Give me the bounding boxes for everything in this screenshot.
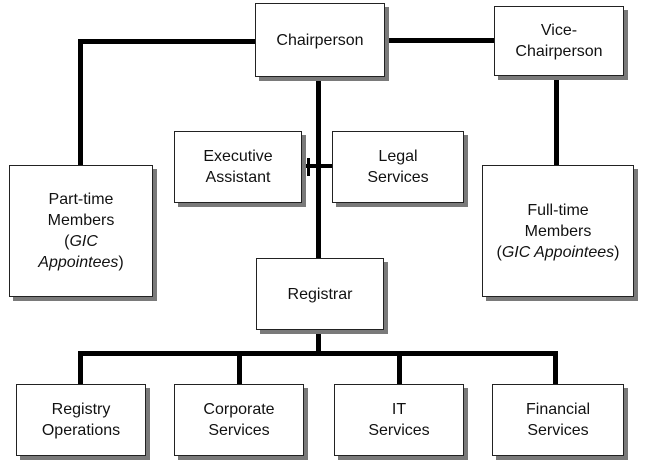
node-label: Chairperson xyxy=(515,43,603,60)
connector-chair-to-parttime-v xyxy=(78,39,83,166)
node-label: (GIC xyxy=(64,231,98,252)
node-label: Corporate xyxy=(203,401,275,418)
paren-open: ( xyxy=(64,233,70,250)
node-full-time-members: Full-time Members (GIC Appointees) xyxy=(482,165,634,297)
node-it-services: IT Services xyxy=(334,384,464,456)
connector-staff-tick xyxy=(307,158,310,176)
node-label: Chairperson xyxy=(276,31,364,49)
node-label: Services xyxy=(367,169,429,186)
node-executive-assistant: Executive Assistant xyxy=(174,131,302,203)
connector-to-corporate xyxy=(237,351,242,385)
node-label: Members xyxy=(524,222,592,240)
node-label: Services xyxy=(208,422,270,439)
node-label: Vice- xyxy=(540,22,578,39)
node-label: (GIC Appointees) xyxy=(496,242,619,263)
node-corporate-services: Corporate Services xyxy=(174,384,304,456)
node-label: Appointees) xyxy=(38,252,123,273)
node-label: Executive xyxy=(203,148,273,165)
gic-label: GIC xyxy=(69,233,98,250)
node-label: Members xyxy=(47,212,115,229)
connector-chair-to-registrar xyxy=(316,77,321,260)
paren-open: ( xyxy=(496,243,502,261)
node-part-time-members: Part-time Members (GIC Appointees) xyxy=(9,165,153,297)
node-chairperson: Chairperson xyxy=(255,3,385,77)
appointees-label: Appointees xyxy=(38,254,119,271)
node-label: Registrar xyxy=(287,285,353,303)
node-label: Services xyxy=(368,422,430,439)
node-label: IT xyxy=(391,401,407,418)
node-label: Operations xyxy=(41,422,121,439)
node-financial-services: Financial Services xyxy=(492,384,624,456)
node-label: Financial xyxy=(525,401,591,418)
connector-to-it xyxy=(397,351,402,385)
connector-to-registry-ops xyxy=(78,351,83,385)
connector-chair-to-vice xyxy=(384,38,496,43)
connector-staff-h xyxy=(302,164,334,168)
node-label: Assistant xyxy=(205,169,271,186)
node-label: Registry xyxy=(51,401,111,418)
connector-chair-to-parttime-h xyxy=(78,39,258,44)
node-registrar: Registrar xyxy=(256,258,384,330)
gic-appointees-label: GIC Appointees xyxy=(501,243,615,261)
paren-close: ) xyxy=(118,254,124,271)
node-vice-chairperson: Vice- Chairperson xyxy=(494,6,624,76)
connector-registrar-down xyxy=(316,328,321,352)
node-registry-operations: Registry Operations xyxy=(16,384,146,456)
node-label: Part-time xyxy=(48,191,114,208)
node-label: Full-time xyxy=(527,201,589,219)
connector-to-financial xyxy=(553,351,558,385)
node-label: Legal xyxy=(378,148,418,165)
paren-close: ) xyxy=(614,243,620,261)
node-legal-services: Legal Services xyxy=(332,131,464,203)
connector-bottom-h xyxy=(78,351,558,356)
node-label: Services xyxy=(527,422,589,439)
connector-vice-to-fulltime xyxy=(554,76,559,166)
